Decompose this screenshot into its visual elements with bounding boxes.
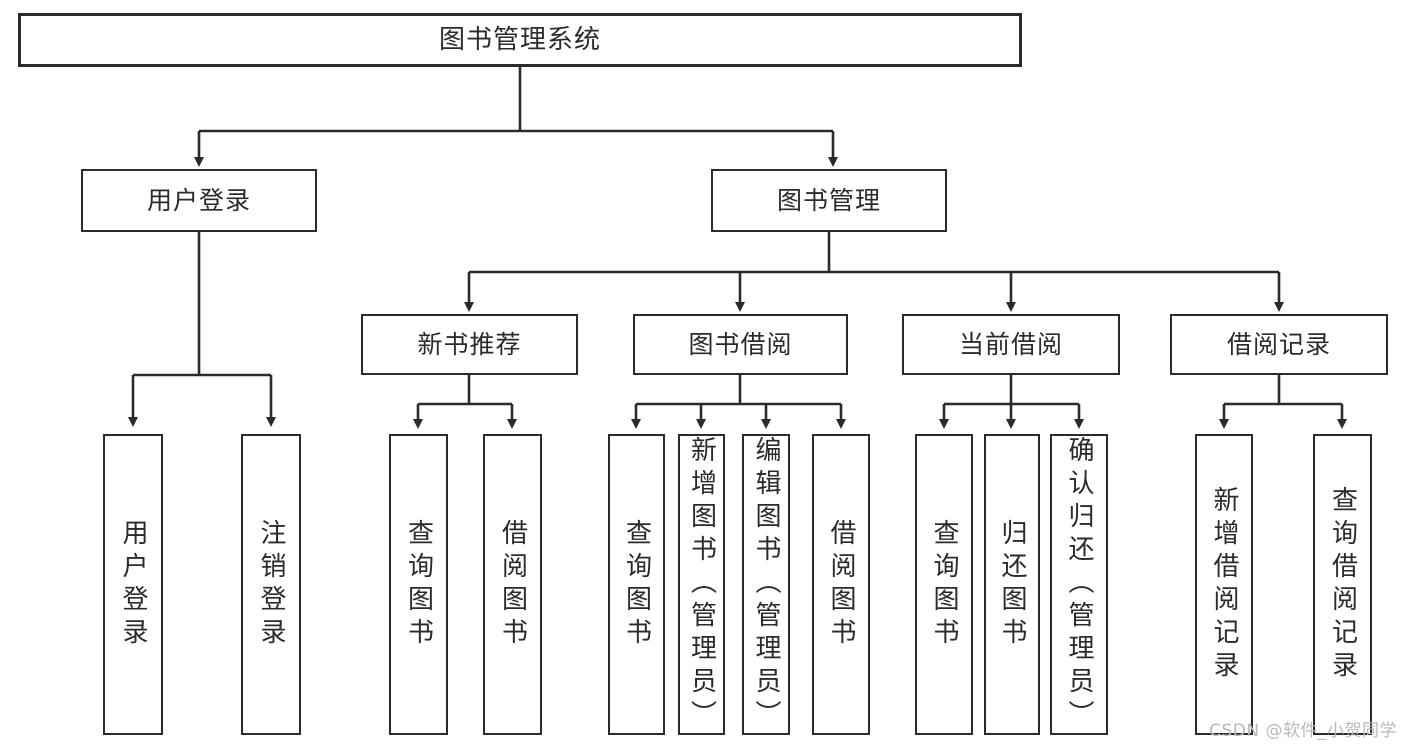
leaf-confirm-return-admin[interactable]: 确认归还（管理员） xyxy=(1050,434,1108,735)
leaf-confirm-return-admin-label: 确认归还（管理员） xyxy=(1064,436,1094,733)
leaf-add-book-admin[interactable]: 新增图书（管理员） xyxy=(678,434,725,735)
leaf-query-borrow-record-label: 查询借阅记录 xyxy=(1327,485,1358,684)
node-book-borrow[interactable]: 图书借阅 xyxy=(633,314,848,375)
node-book-management-label: 图书管理 xyxy=(776,185,881,215)
leaf-user-login-label: 用户登录 xyxy=(118,518,148,651)
leaf-edit-book-admin[interactable]: 编辑图书（管理员） xyxy=(742,434,790,735)
leaf-query-book-recommend-label: 查询图书 xyxy=(403,518,434,651)
leaf-return-book[interactable]: 归还图书 xyxy=(984,434,1040,735)
leaf-logout-label: 注销登录 xyxy=(256,518,286,651)
leaf-borrow-book-label: 借阅图书 xyxy=(826,518,856,651)
node-root-label: 图书管理系统 xyxy=(438,24,601,55)
leaf-return-book-label: 归还图书 xyxy=(997,518,1027,651)
node-new-book-recommend[interactable]: 新书推荐 xyxy=(361,314,578,375)
node-current-borrow-label: 当前借阅 xyxy=(958,329,1063,359)
watermark-text: CSDN @软件_小贺同学 xyxy=(1209,721,1397,741)
leaf-borrow-book[interactable]: 借阅图书 xyxy=(812,434,870,735)
node-user-login-label: 用户登录 xyxy=(146,185,251,215)
leaf-user-login[interactable]: 用户登录 xyxy=(103,434,163,735)
leaf-add-borrow-record[interactable]: 新增借阅记录 xyxy=(1195,434,1253,735)
leaf-borrow-book-recommend-label: 借阅图书 xyxy=(497,518,528,651)
node-user-login[interactable]: 用户登录 xyxy=(81,169,317,232)
leaf-query-book-borrow-label: 查询图书 xyxy=(621,518,652,651)
leaf-edit-book-admin-label: 编辑图书（管理员） xyxy=(751,436,781,733)
node-book-borrow-label: 图书借阅 xyxy=(688,329,793,359)
node-current-borrow[interactable]: 当前借阅 xyxy=(902,314,1120,375)
leaf-borrow-book-recommend[interactable]: 借阅图书 xyxy=(483,434,542,735)
node-root[interactable]: 图书管理系统 xyxy=(18,13,1022,67)
leaf-query-book-current-label: 查询图书 xyxy=(929,518,959,651)
leaf-add-borrow-record-label: 新增借阅记录 xyxy=(1209,485,1239,684)
leaf-query-book-borrow[interactable]: 查询图书 xyxy=(608,434,665,735)
node-borrow-record[interactable]: 借阅记录 xyxy=(1170,314,1388,375)
leaf-query-borrow-record[interactable]: 查询借阅记录 xyxy=(1313,434,1372,735)
leaf-logout[interactable]: 注销登录 xyxy=(241,434,301,735)
node-book-management[interactable]: 图书管理 xyxy=(711,169,947,232)
leaf-add-book-admin-label: 新增图书（管理员） xyxy=(686,436,717,733)
leaf-query-book-recommend[interactable]: 查询图书 xyxy=(389,434,448,735)
node-new-book-recommend-label: 新书推荐 xyxy=(417,329,522,359)
leaf-query-book-current[interactable]: 查询图书 xyxy=(915,434,973,735)
node-borrow-record-label: 借阅记录 xyxy=(1226,329,1331,359)
